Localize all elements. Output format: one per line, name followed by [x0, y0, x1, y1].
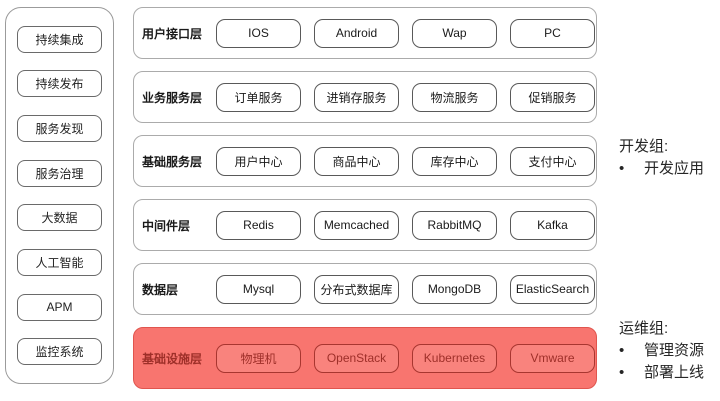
note-ops-item-label: 部署上线 [644, 364, 705, 381]
layer-label: 基础服务层 [142, 154, 203, 169]
note-ops-group: 运维组: • 管理资源 • 部署上线 [619, 318, 704, 384]
sidebar-panel: 持续集成 持续发布 服务发现 服务治理 大数据 人工智能 APM 监控系统 [5, 7, 114, 384]
component-box: 物理机 [216, 343, 301, 373]
component-box: ElasticSearch [510, 274, 595, 304]
note-dev-title: 开发组: [619, 138, 669, 155]
note-ops-item: • 管理资源 [619, 340, 704, 362]
component-box: Kafka [510, 210, 595, 240]
layer-row-infrastructure-highlighted: 基础设施层 物理机 OpenStack Kubernetes Vmware [133, 327, 597, 389]
note-dev-group: 开发组: • 开发应用 [619, 136, 704, 180]
component-box: 订单服务 [216, 82, 301, 112]
component-box: OpenStack [314, 343, 399, 373]
sidebar-item-service-discovery: 服务发现 [17, 114, 102, 142]
bullet-icon: • [619, 160, 625, 177]
component-box: 促销服务 [510, 82, 595, 112]
layer-boxes: 订单服务 进销存服务 物流服务 促销服务 [216, 82, 595, 112]
layer-row-data: 数据层 Mysql 分布式数据库 MongoDB ElasticSearch [133, 263, 597, 315]
component-box: Redis [216, 210, 301, 240]
component-box: Memcached [314, 210, 399, 240]
layer-label: 业务服务层 [142, 90, 203, 105]
bullet-icon: • [619, 364, 625, 381]
component-box: 物流服务 [412, 82, 497, 112]
layer-row-business-services: 业务服务层 订单服务 进销存服务 物流服务 促销服务 [133, 71, 597, 123]
component-box: 进销存服务 [314, 82, 399, 112]
component-box: IOS [216, 18, 301, 48]
component-box: Kubernetes [412, 343, 497, 373]
component-box: MongoDB [412, 274, 497, 304]
component-box: Wap [412, 18, 497, 48]
bullet-icon: • [619, 342, 625, 359]
component-box: RabbitMQ [412, 210, 497, 240]
layer-boxes: 用户中心 商品中心 库存中心 支付中心 [216, 146, 595, 176]
sidebar-item-ci: 持续集成 [17, 25, 102, 53]
component-box: 商品中心 [314, 146, 399, 176]
component-box: Vmware [510, 343, 595, 373]
layer-boxes: IOS Android Wap PC [216, 18, 595, 48]
note-dev-item: • 开发应用 [619, 158, 704, 180]
note-ops-item: • 部署上线 [619, 362, 704, 384]
note-ops-title: 运维组: [619, 320, 669, 337]
architecture-layers: 用户接口层 IOS Android Wap PC 业务服务层 订单服务 进销存服… [133, 7, 597, 389]
sidebar-item-ai: 人工智能 [17, 248, 102, 276]
layer-boxes: 物理机 OpenStack Kubernetes Vmware [216, 343, 595, 373]
note-ops-item-label: 管理资源 [644, 342, 705, 359]
layer-row-user-interface: 用户接口层 IOS Android Wap PC [133, 7, 597, 59]
layer-label: 中间件层 [142, 218, 191, 233]
component-box: 支付中心 [510, 146, 595, 176]
component-box: PC [510, 18, 595, 48]
component-box: 库存中心 [412, 146, 497, 176]
sidebar-item-service-governance: 服务治理 [17, 159, 102, 187]
note-dev-item-label: 开发应用 [644, 160, 705, 177]
layer-label: 用户接口层 [142, 26, 203, 41]
sidebar-item-bigdata: 大数据 [17, 204, 102, 232]
sidebar-item-apm: APM [17, 293, 102, 321]
sidebar-item-monitoring: 监控系统 [17, 338, 102, 366]
layer-boxes: Redis Memcached RabbitMQ Kafka [216, 210, 595, 240]
layer-label: 基础设施层 [142, 351, 203, 366]
component-box: Android [314, 18, 399, 48]
layer-row-basic-services: 基础服务层 用户中心 商品中心 库存中心 支付中心 [133, 135, 597, 187]
layer-label: 数据层 [142, 282, 179, 297]
layer-boxes: Mysql 分布式数据库 MongoDB ElasticSearch [216, 274, 595, 304]
layer-row-middleware: 中间件层 Redis Memcached RabbitMQ Kafka [133, 199, 597, 251]
component-box: 分布式数据库 [314, 274, 399, 304]
component-box: 用户中心 [216, 146, 301, 176]
component-box: Mysql [216, 274, 301, 304]
sidebar-item-cd: 持续发布 [17, 70, 102, 98]
